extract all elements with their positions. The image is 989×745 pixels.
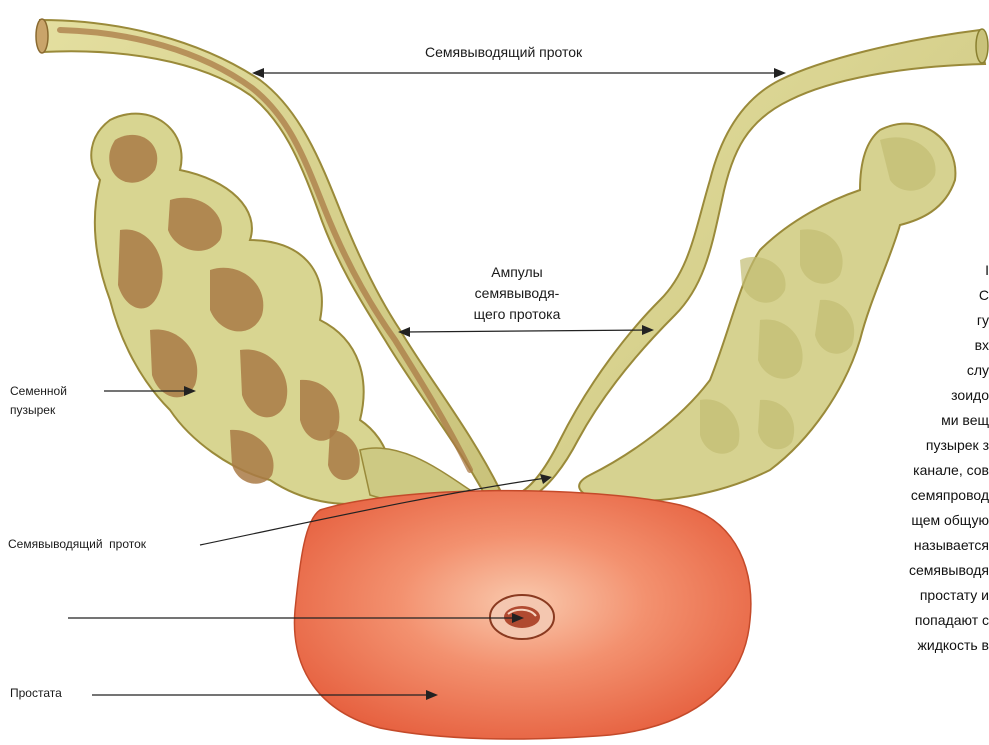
side-text-line: семявыводя — [859, 558, 989, 583]
vas-deferens-label: Семявыводящий проток — [425, 44, 582, 60]
prostate-label: Простата — [10, 686, 62, 700]
side-text-line: попадают с — [859, 608, 989, 633]
side-text-line: щем общую — [859, 508, 989, 533]
side-text-line: ми вещ — [859, 408, 989, 433]
side-text-line: I — [859, 258, 989, 283]
side-text-line: называется — [859, 533, 989, 558]
side-text-line: С — [859, 283, 989, 308]
seminal-vesicle-label-line: Семенной — [10, 382, 100, 401]
ejaculatory-duct-label: Семявыводящий проток — [8, 537, 146, 551]
side-text-line: вх — [859, 333, 989, 358]
side-text-line: жидкость в — [859, 633, 989, 658]
side-text-line: зоидо — [859, 383, 989, 408]
side-text-line: канале, сов — [859, 458, 989, 483]
seminal-vesicle-label: Семенной пузырек — [10, 382, 100, 420]
side-text-line: семяпровод — [859, 483, 989, 508]
ampullae-label: Ампулы семявыводя- щего протока — [462, 262, 572, 325]
seminal-vesicle-label-line: пузырек — [10, 401, 100, 420]
side-text-line: гу — [859, 308, 989, 333]
side-text-line: пузырек з — [859, 433, 989, 458]
side-text-line: простату и — [859, 583, 989, 608]
ampullae-label-line: семявыводя- — [462, 283, 572, 304]
ampullae-label-line: щего протока — [462, 304, 572, 325]
left-seminal-vesicle — [91, 114, 470, 504]
side-text-line: слу — [859, 358, 989, 383]
ampullae-label-line: Ампулы — [462, 262, 572, 283]
prostate-gland — [294, 491, 750, 739]
